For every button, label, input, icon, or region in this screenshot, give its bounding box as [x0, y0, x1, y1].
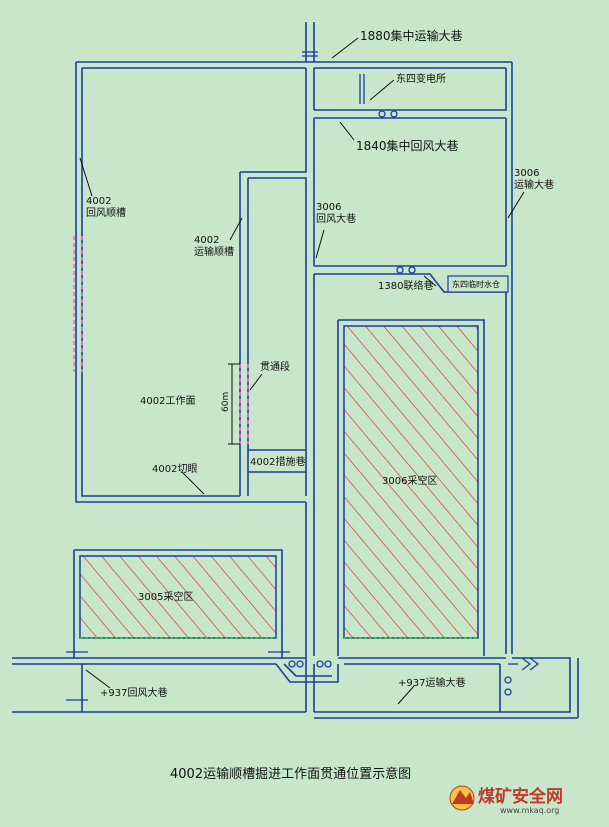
label-cut: 4002切眼	[152, 463, 197, 475]
label-pump: 东四临时水仓	[452, 279, 500, 289]
label-goaf-3006: 3006采空区	[382, 474, 437, 487]
transport-4002-top	[248, 177, 307, 496]
dim-60m	[228, 363, 240, 445]
goaf-3006-area	[343, 325, 479, 639]
diagram-title: 4002运输顺槽掘进工作面贯通位置示意图	[170, 766, 411, 782]
label-1880: 1880集中运输大巷	[360, 28, 463, 43]
pump-house-box	[447, 275, 509, 293]
divider-a	[240, 68, 307, 173]
label-substation: 东四变电所	[396, 72, 446, 85]
label-1840: 1840集中回风大巷	[356, 138, 459, 153]
watermark-logo: 煤矿安全网 www.mkaq.org	[449, 785, 563, 815]
label-937-transport: +937运输大巷	[398, 676, 465, 689]
goaf-3005-area	[79, 555, 277, 639]
label-face-4002: 4002工作面	[140, 395, 195, 407]
road-937-lower-b	[314, 657, 571, 713]
breakthrough-dashes	[73, 236, 249, 444]
bypass-b	[283, 663, 332, 677]
logo-url: www.mkaq.org	[500, 806, 559, 815]
goaf3006-frame-outer	[338, 319, 485, 656]
goaf3005-frame	[74, 549, 283, 658]
label-1380: 1380联络巷	[378, 279, 433, 292]
label-breakthrough: 贯通段	[260, 360, 290, 373]
roadway-4002-return-outer	[75, 62, 306, 503]
label-goaf-3005: 3005采空区	[138, 590, 193, 603]
return-1840-top	[314, 68, 507, 111]
roadway-4002-return-inner	[81, 68, 240, 497]
label-measure: 4002措施巷	[250, 455, 305, 468]
label-60m: 60m	[221, 392, 231, 412]
ventilation-doors	[66, 51, 540, 701]
logo-brand: 煤矿安全网	[478, 786, 563, 807]
leader-lines	[79, 37, 525, 705]
label-937-return: +937回风大巷	[100, 686, 167, 699]
